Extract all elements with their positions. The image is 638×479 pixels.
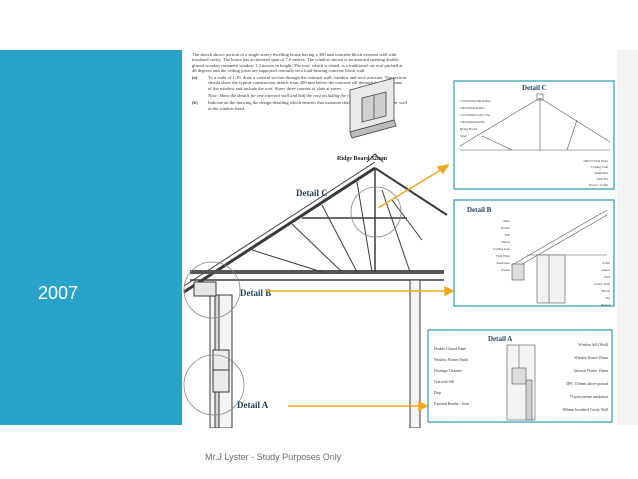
- detail-c-label: 125x50mm Collar Tie: [460, 113, 490, 117]
- detail-c-label: Ceiling Joist: [591, 165, 608, 169]
- detail-a-label: Window Sill (Wall): [578, 343, 608, 347]
- arrow-head-c: [436, 163, 450, 175]
- detail-a-label: Internal Plaster 13mm: [574, 369, 608, 373]
- detail-b-label: Gutter: [601, 268, 611, 272]
- detail-c-label: Strut: [460, 134, 467, 138]
- detail-a-label: Concrete Sill: [434, 380, 454, 384]
- part-b-label: (b): [192, 100, 198, 106]
- ridge-board-label: Ridge Board 32mm: [337, 156, 387, 162]
- detail-a-label: Drip: [434, 391, 441, 395]
- title-sidebar: 2007: [0, 50, 182, 425]
- construction-drawing: Ridge Board 32mm Detail C Detail B Detai…: [183, 77, 615, 428]
- detail-a-label: Double Glazed Panel: [434, 347, 466, 351]
- detail-c-label: 100x75 Wall Plate: [583, 159, 608, 163]
- detail-c-panel: Detail C: [453, 80, 615, 190]
- arrow-head-a: [418, 400, 429, 412]
- wall-section: [193, 279, 421, 428]
- detail-a-panel: Detail A: [427, 329, 613, 423]
- detail-b-panel: Detail B: [453, 199, 615, 307]
- detail-b-label: Vent: [604, 275, 610, 279]
- detail-b-label: Batten: [501, 226, 510, 230]
- detail-a-title: Detail A: [488, 335, 512, 343]
- detail-b-circle: [183, 261, 241, 319]
- part-a: (a) To a scale of 1:10, draw a vertical …: [192, 75, 407, 91]
- detail-b-label: Ceiling Joist: [493, 247, 510, 251]
- detail-b-label: Plaster: [601, 303, 611, 307]
- detail-b-label: Fascia: [501, 268, 510, 272]
- detail-b-label: Slate: [503, 219, 510, 223]
- detail-a-label: 300mm Insulated Cavity Wall: [563, 408, 609, 412]
- detail-c-label: Insulation: [594, 171, 608, 175]
- detail-a-callout: Detail A: [237, 400, 269, 410]
- detail-c-label: 100x50mm Purlin: [460, 120, 485, 124]
- detail-b-label: Rafter: [502, 240, 511, 244]
- detail-b-label: Felt: [505, 233, 510, 237]
- part-b-text: Indicate on the drawing the design detai…: [208, 100, 407, 111]
- detail-b-label: Wall Plate: [496, 254, 510, 258]
- right-margin-strip: [617, 50, 638, 425]
- question-text: The sketch shows portion of a single sto…: [192, 52, 407, 111]
- detail-c-label: Wall Tie: [596, 177, 608, 181]
- question-intro: The sketch shows portion of a single sto…: [192, 52, 403, 73]
- footer-credit: Mr.J Lyster - Study Purposes Only: [205, 452, 342, 462]
- roof-section: [183, 153, 448, 294]
- detail-c-title: Detail C: [522, 84, 547, 92]
- window-sketch: [349, 77, 397, 139]
- detail-b-label: Insulation: [496, 261, 510, 265]
- detail-c-label: Ridge Board: [460, 127, 478, 131]
- detail-b-label: Soffit: [602, 261, 610, 265]
- detail-a-label: External Render / Joint: [434, 402, 470, 406]
- part-a-label: (a): [192, 75, 198, 81]
- detail-c-label: Fascia / Soffit: [589, 183, 608, 187]
- detail-a-label: Drainage Channel: [434, 369, 462, 373]
- detail-a-label: DPC 150mm above ground: [566, 382, 608, 386]
- detail-a-label: 75 polystyrene insulation: [570, 395, 608, 399]
- year-title: 2007: [38, 283, 79, 303]
- detail-b-callout: Detail B: [240, 288, 271, 298]
- exam-question-image: The sketch shows portion of a single sto…: [182, 50, 617, 428]
- arrow-head-b: [444, 285, 455, 297]
- detail-c-label: 100x35mm Rafter: [460, 106, 486, 110]
- part-b: (b) Indicate on the drawing the design d…: [192, 100, 407, 111]
- part-a-note: Note: Show the details for one external …: [208, 93, 359, 99]
- detail-a-label: Window Board 25mm: [574, 356, 608, 360]
- detail-a-circle: [183, 354, 245, 416]
- part-a-note-row: Note: Show the details for one external …: [192, 93, 407, 98]
- detail-a-label: Window Frame (Sash): [434, 358, 469, 362]
- detail-b-label: Tie: [606, 296, 611, 300]
- arrow-detail-c: [377, 167, 445, 209]
- detail-c-label: 125x35mm Hip Rafter: [460, 99, 492, 103]
- detail-b-label: Cavity Wall: [594, 282, 610, 286]
- detail-b-title: Detail B: [467, 206, 492, 214]
- detail-arrows: [266, 163, 455, 412]
- detail-c-circle: [350, 186, 402, 238]
- detail-c-callout: Detail C: [296, 188, 328, 198]
- part-a-text: To a scale of 1:10, draw a vertical sect…: [208, 75, 406, 91]
- detail-b-label: Block: [602, 289, 610, 293]
